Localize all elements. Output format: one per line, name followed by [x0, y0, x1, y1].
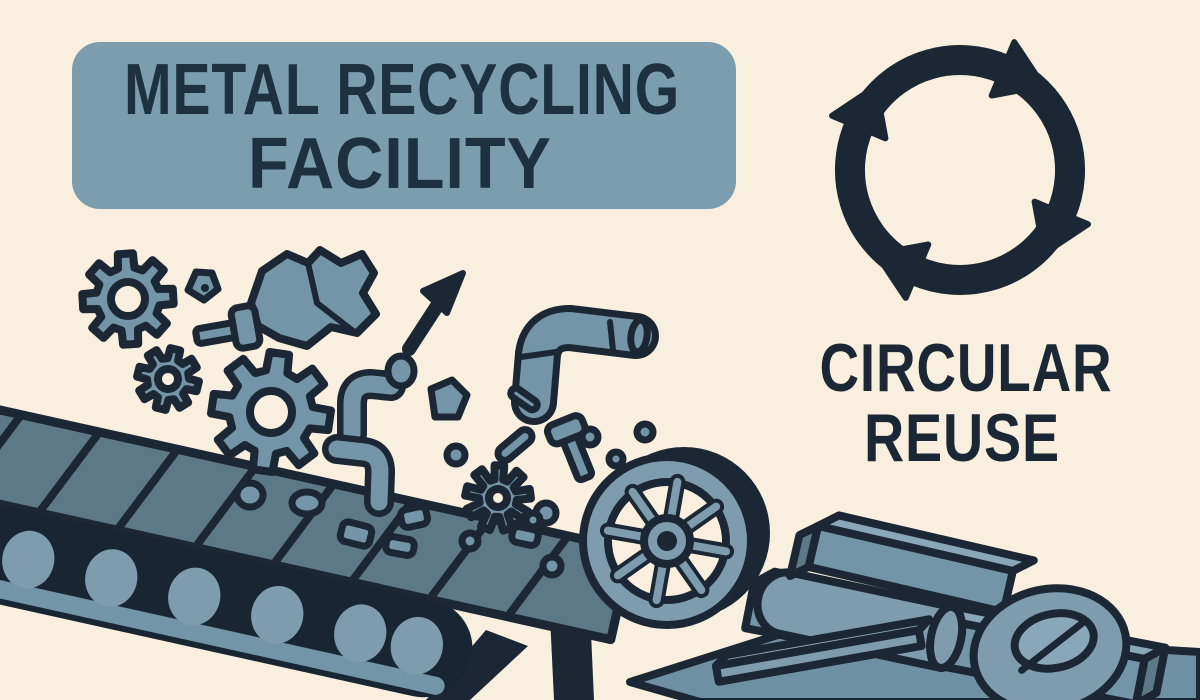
metal-stock: [626, 511, 1200, 700]
caption-line2: REUSE: [864, 400, 1060, 476]
conveyor-belt: [0, 390, 636, 698]
banner-title-line1: METAL RECYCLING: [124, 50, 680, 130]
belt-bottom-lip: [0, 559, 445, 695]
sheet-fold-line: [305, 260, 356, 334]
metal-ring: [969, 584, 1131, 700]
gear-hole: [154, 365, 182, 393]
beam-end-face: [786, 522, 822, 580]
scrap-piece: [578, 425, 602, 449]
pipe-end-cap: [627, 316, 651, 356]
wheel-axle: [657, 531, 677, 551]
scrap-piece: [336, 518, 376, 550]
scrap-piece: [397, 503, 431, 531]
scrap-piece: [539, 553, 565, 579]
title-banner: METAL RECYCLING FACILITY: [72, 42, 736, 209]
pipe-elbow-scrap: [511, 305, 659, 425]
scrap-piece: [494, 426, 536, 464]
belt-slats: [0, 414, 570, 618]
bolt-head: [227, 302, 264, 352]
flywheel: [579, 447, 770, 629]
scrap-piece: [288, 488, 326, 518]
bolt-scrap: [192, 302, 264, 352]
scrap-dot: [201, 284, 209, 292]
belt-rollers: [2, 530, 443, 675]
bolt-scrap: [544, 412, 596, 484]
loop-arc-top: [857, 45, 1009, 116]
cylinder-end-face: [926, 602, 967, 672]
scrap-piece: [633, 420, 657, 444]
bolt-head: [544, 412, 589, 448]
caption: CIRCULAR REUSE: [820, 330, 1113, 476]
pipe-elbow-scrap: [337, 369, 406, 449]
loop-arc-bottom: [911, 224, 1063, 295]
flat-bar: [712, 615, 934, 686]
banner-plate: [72, 42, 736, 209]
scrap-piece: [458, 529, 482, 553]
scrap-piece: [522, 509, 544, 531]
scrap-piece: [382, 533, 418, 559]
metal-beam: [786, 511, 1038, 616]
gear-hole: [246, 387, 296, 437]
scrap-piece: [443, 442, 469, 468]
bar-front-face: [712, 626, 926, 686]
recycle-loop-icon: [829, 39, 1091, 301]
scrap-piece: [605, 448, 627, 470]
ring-slash: [1018, 619, 1087, 674]
scrap-piece: [427, 376, 471, 421]
gear-hole: [107, 278, 149, 320]
pipe-elbow-scrap: [322, 434, 395, 517]
caption-line1: CIRCULAR: [820, 330, 1113, 406]
gear-hole: [485, 485, 511, 511]
scrap-piece: [507, 384, 541, 414]
scrap-piece: [233, 479, 267, 511]
scrap-piece: [384, 352, 418, 390]
beam-end-face: [1131, 643, 1170, 700]
loop-arrowhead-left: [829, 83, 889, 142]
loop-arc-right: [1014, 67, 1086, 219]
scrap-metal-cluster: [78, 246, 659, 579]
loop-arc-left: [834, 121, 906, 273]
banner-title-line2: FACILITY: [248, 124, 552, 204]
up-right-arrow-icon: [402, 270, 466, 356]
